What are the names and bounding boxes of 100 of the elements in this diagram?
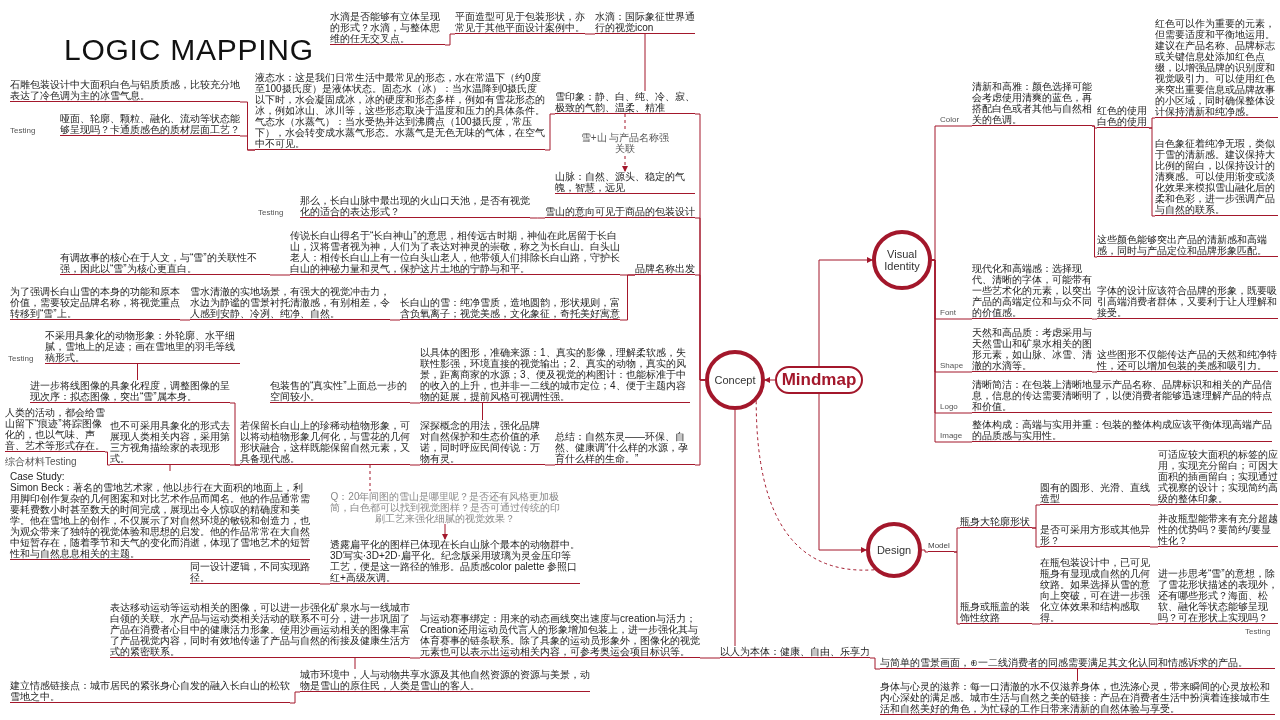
note-text: Font [940,308,956,318]
topic-label: 在瓶包装设计中，已可见瓶身有显现成自然的几何纹路。如果选择从雪的意向上突破，可在进一步强化立体效果和结构感取得。 [1040,557,1150,624]
topic-label: 这些图形不仅能传达产品的天然和纯净特性，还可以增加包装的美感和吸引力。 [1097,349,1278,372]
topic-label: 整体构成：高端与实用并重：包装的整体构成应该平衡体现高端产品的品质感与实用性。 [972,419,1272,442]
connector-line [953,527,961,553]
central-topic-pill: Mindmap [775,366,863,394]
question-note: Q：20年间图的雪山是哪里呢？是否还有风格更加极简，白色都可以找到视觉图样？是否可通过传统的印刷工艺来强化细腻的视觉效果？ [330,491,560,524]
arrow [442,523,448,540]
connector-line [289,691,301,704]
note-text: Color [940,115,960,125]
arrow [818,257,873,367]
topic-label: 若保留长白山上的珍稀动植物形象，可以将动植物形象几何化，与雪花的几何形状融合，这样既能保留自然元素，又具备现代感。 [240,420,410,465]
connector-line [482,402,483,421]
connector-line [931,125,973,261]
connector-line [734,409,736,647]
connector-line [269,274,291,276]
connector-line [179,319,191,321]
heading-text: Case Study: [10,471,66,482]
connector-line [931,259,973,443]
connector-line [239,135,256,151]
topic-label: 水滴是否能够有立体呈现的形式？水滴，与整体思维的任无交叉点。 [330,11,445,45]
connector-line [953,551,961,625]
note-text: Logo [940,402,958,412]
connector-line [1091,125,1098,258]
topic-label: 总结：自然东灵——环保、自然、健康调“什么样的水源，孕育什么样的生命。” [555,431,695,465]
connector-line [169,464,171,472]
connector-line [389,319,401,321]
topic-label: 与运动赛事绑定：用来的动态画线突出速度与creation与活力；Creation还用运动员代言人的形象增加包装上，进一步强化其与体育赛事的链条联系。除了具象的运动员形象外，图像化的视觉元素也可以表示出运动相关内容，可参考奥运会项目标识等。 [420,613,700,658]
connector-line [644,33,646,92]
body-text: Simon Beck：著名的雪地艺术家，他以步行在大面积的地面上，利用脚印创作复杂的几何图案和对比艺术作品而闻名。他的作品通常需要耗费数小时甚至数天的时间完成，展现出令人惊叹的精确度和美学。他在雪地上的创作，不仅展示了对自然环境的敏锐和创造力，也为观众带来了独特的视觉体验和思想的启发。他的作品常常在大自然中短暂存在，随着季节和天气的变化而消逝，体现了雪地艺术的短暂性和与自然息息相关的主题。 [10,482,310,559]
arrow [818,393,867,553]
topic-label: 圆有的圆形、光滑、直线造型 [1040,482,1150,505]
topic-label: 进一步将线图像的具象化程度，调整图像的呈现次序：拟态图像，突出“雪”属本身。 [30,380,230,403]
arrow [764,377,776,383]
topic-label: 字体的设计应该符合品牌的形象，既要吸引高端消费者群体，又要利于让人理解和接受。 [1097,285,1278,319]
note-text: Shape [940,361,964,371]
topic-label: 液态水：这是我们日常生活中最常见的形态，水在常温下（约0度至100摄氏度）是液体状态。固态水（冰）：当水温降到0摄氏度以下时，水会凝固成冰，冰的硬度和形态多样，例如有雪花形态的冰，例如冰山、冰川等，这些形态取决于温度和压力的具体条件。气态水（水蒸气）：当水受热并达到沸腾点（100摄氏度，常压下），水会转变成水蒸气形态。水蒸气是无色无味的气体，在空气中不可见。 [255,72,545,150]
branch-label: Model [928,541,954,552]
topic-label: 城市环境中，人与动物共享水源及其他自然资源的资源与美景，动物是雪山的原住民，人类是雪山的客人。 [300,669,590,692]
connector-line [409,402,421,404]
connector-line [354,657,356,670]
topic-label: 以具体的图形，准确来源：1、真实的影像，理解柔软感，失联性影强，环境直接的视觉输出；2、真实的动物，真实的风景，距离商家的水源；3、便及视觉的构图计：也能标准于中的收入的上升，也并非一二线的城市定位；4、便于主题内容物的延展，提前风格可视调性强。 [420,347,690,403]
page-title: LOGIC MAPPING [64,32,314,68]
connector-line [1148,117,1156,129]
topic-label: 品牌名称出发 [635,263,695,275]
topic-label: 以人为本体：健康、自由、乐享力 [720,646,870,658]
dashed-connector-line [755,400,875,571]
connector-line [544,113,556,151]
connector-line [137,363,138,381]
note-text: Testing [258,208,284,218]
connector-line [544,464,556,466]
connector-line [1077,668,1078,682]
topic-label: 雪山的意向可见于商品的包装设计 [545,206,695,218]
topic-label: 这些颜色能够突出产品的清新感和高端感，同时与产品定位和品牌形象匹配。 [1097,234,1278,257]
connector-line [1149,623,1159,625]
edge-label: 雪+山 与产品名称强关联 [579,131,671,154]
topic-label: 进一步思考“雪”的意想，除了雪花形状描述的表现外，还有哪些形式？海面、松软、融化等状态能够呈现吗？可在形状上实现吗？ [1158,568,1278,624]
connector-line [1091,318,1098,320]
topic-label: 人类的活动，都会给雪山留下“痕迹”将踪图像化的，也以气味、声音、艺术等形式存在。 [5,407,105,452]
connector-line [319,583,331,585]
connector-line [584,33,596,35]
topic-label: 有调故事的核心在于人文，与“雪”的关联性不强，因此以“雪”为核心更直白。 [60,252,270,275]
topic-label: 透露扁平化的图样已体现在长白山脉个最本的动物群中。3D写实·3D+2D·扁平化。纪念版采用玻璃为灵金压印等工艺，便是这一路径的雏形。品质感color palette 参照口红+高级灰调。 [330,539,580,584]
topic-label: 现代化和高端感：选择现代、清晰的字体，可能带有一些艺术化的元素，以突出产品的高端定位和与众不同的价值感。 [972,263,1092,319]
topic-label: 雪印象：静、白、纯、冷、寂、极致的气韵、温柔、精准 [555,91,695,114]
connector-line [409,464,421,466]
topic-label: 山脉：自然、源头、稳定的气魄，智慧，远见 [555,171,695,194]
note-text: Image [940,431,963,441]
topic-line: 红色的使用 [1097,105,1148,116]
topic-label: 可适应较大面积的标签的应用，实现充分留白；可因大面积的插画留白；实现通过式视察的设计；实现简约高级的整体印象。 [1158,449,1278,505]
topic-line: 白色的使用 [1097,116,1148,127]
topic-label: 身体与心灵的滋养：每一口清澈的水不仅滋养身体，也洗涤心灵，带来瞬间的心灵放松和内心深处的满足感。城市生活与自然之美的链接：产品在消费者生活中扮演着连接城市生活和自然美好的角色，为忙碌的工作日带来清新的自然体验与享受。 [880,681,1275,715]
topic-label: 清晰简洁：在包装上清晰地显示产品名称、品牌标识和相关的产品信息，信息的传达需要清晰明了，以便消费者能够迅速理解产品的特点和价值。 [972,379,1272,413]
topic-label: 也不可采用具象化的形式去展现人类相关内容，采用第三方视角描绘家的表现形式。 [110,420,230,465]
topic-label: 表达移动运动等运动相关的图像，可以进一步强化矿泉水与一线城市白领的关联。水产品与运动类相关活动的联系不可分，进一步巩固了产品在消费者心目中的健康活力形象。使用沙画运动相关的图像丰富了产品视觉内容，同时有效地传递了产品与自然的衔接及健康生活方式的紧密联系。 [110,602,410,658]
note-text: Testing [10,126,36,136]
topic-label: 瓶身大轮廓形状 [960,516,1032,528]
connector-line [869,657,881,670]
topic-label: 包装售的“真实性”上面总一步的空间较小。 [270,380,410,403]
topic-label: 深探概念的用法，强化品牌对自然保护和生态价值的承诺，同时呼应民间传说：万物有灵。 [420,420,545,465]
note-text: 综合材料Testing [5,456,77,467]
topic-label: 平面造型可见于包装形状，亦常见于其他平面设计案例中。 [455,11,585,34]
note-text: Testing [1245,627,1271,637]
topic-label: 建立情感链接点：城市居民的紧张身心自发的融入长白山的松软雪地之中。 [10,680,290,703]
connector-line [229,464,241,466]
topic-label: 白色象征着纯净无瑕，类似于雪的清新感。建议保持大比例的留白，以保持设计的清爽感。可以使用渐变或淡化效果来模拟雪山融化后的柔和色彩，进一步强调产品与自然的联系。 [1155,138,1278,216]
connector-line [529,217,546,219]
connector-line [1149,546,1159,548]
topic-label: 长白山的雪：纯净雪质，造地圆韵，形状规则，富含负氧离子；视觉美感，文化象征，奇托美好寓意 [400,297,620,320]
topic-label: 红色可以作为重要的元素，但需要适度和平衡地运用。建议在产品名称、品牌标志或关键信息处添加红色点缀，以增强品牌的识别度和视觉吸引力。可以使用红色来突出重要信息或品牌故事的小区域，同时确保整体设计保持清新和纯净感。 [1155,18,1278,118]
topic-label: 水滴：国际象征世界通行的视觉icon [595,11,695,34]
topic-label: 瓶身或瓶盖的装饰性纹路 [960,601,1032,624]
connector-line [1031,527,1041,548]
topic-label: 天然和高品质：考虑采用与天然雪山和矿泉水相关的图形元素，如山脉、冰雪、清澈的水滴等。 [972,327,1092,372]
connector-line [1031,623,1041,625]
topic-label: 石雕包装设计中大面积白色与铝质质感，比较充分地表达了冷色调为主的冰雪气息。 [10,79,240,102]
connector-line [104,451,111,466]
connector-line [1149,504,1159,506]
topic-label: 同一设计逻辑，不同实现路径。 [190,561,320,584]
topic-label: 与简单的雪景画面，⊕一二线消费者的同感需要满足其文化认同和情感诉求的产品。 [880,657,1275,669]
